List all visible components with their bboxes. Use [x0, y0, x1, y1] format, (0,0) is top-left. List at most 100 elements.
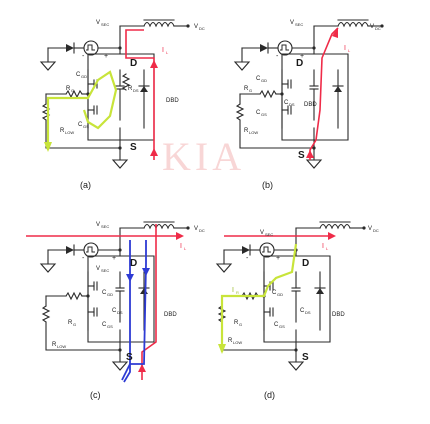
load-current-path-a: [125, 29, 155, 160]
rg-sub: G: [73, 322, 76, 327]
caption-d: (d): [264, 390, 275, 400]
rg-label: R: [66, 86, 71, 92]
dbd-label: DBD: [304, 102, 317, 108]
vdc-label: V: [370, 24, 374, 30]
source-label: S: [298, 150, 305, 161]
il-label: I: [162, 47, 164, 54]
reverse-current-arrow: [142, 268, 150, 276]
il-sub: L: [184, 246, 187, 251]
cgd-label: C: [272, 290, 277, 296]
load-current-arrow: [176, 232, 184, 240]
vsec-sub: SEC: [295, 22, 303, 27]
caption-a: (a): [80, 180, 91, 190]
vdc-label: V: [194, 226, 198, 232]
source-label: S: [126, 352, 133, 363]
il-label: I: [180, 243, 182, 250]
gate-current-path-d: [220, 243, 298, 352]
reverse-current-path-c: [121, 240, 147, 381]
vdc-label: V: [194, 24, 198, 30]
rlow-label: R: [60, 128, 65, 134]
rg-sub: G: [71, 88, 74, 93]
vsec-label: V: [290, 20, 294, 26]
gate-current-arrow: [218, 344, 226, 354]
cgs-label: C: [256, 110, 261, 116]
vsec-label: V: [96, 20, 100, 26]
cgd-sub: GD: [277, 292, 283, 297]
cgd-sub: GD: [107, 292, 113, 297]
cgs-sub: GS: [83, 124, 89, 129]
cgs-label: C: [274, 322, 279, 328]
reverse-current-arrow: [126, 274, 134, 282]
panel-c: V SEC V DC I L D S V SEC C GD C GS C DS …: [26, 221, 205, 400]
drain-label: D: [130, 258, 137, 269]
il-sub: L: [326, 246, 329, 251]
rds-label: R: [128, 86, 133, 92]
il-sub: L: [348, 48, 351, 53]
minus-sign: -: [276, 53, 279, 60]
cgs-label: C: [102, 322, 107, 328]
load-current-arrow: [332, 28, 338, 38]
cds-label: C: [112, 308, 117, 314]
cgd-sub: GD: [261, 78, 267, 83]
vsec-sub-inner: SEC: [101, 268, 109, 273]
vdc-sub: DC: [373, 228, 379, 233]
rlow-label: R: [244, 128, 249, 134]
cgd-label: C: [76, 72, 81, 78]
vsec-sub: SEC: [265, 232, 273, 237]
vsec-sub: SEC: [101, 224, 109, 229]
cgd-sub: GD: [81, 74, 87, 79]
ir-sub: R: [236, 290, 239, 295]
gate-current-arrow: [44, 142, 52, 152]
cgd-label: C: [102, 290, 107, 296]
panel-b: V SEC V DC I L D S C GD C GS C DS R G R …: [234, 19, 385, 190]
load-current-arrow: [150, 60, 158, 68]
vsec-label: V: [260, 230, 264, 236]
rlow-sub: LOW: [65, 130, 74, 135]
plus-sign: +: [300, 53, 304, 60]
caption-b: (b): [262, 180, 273, 190]
cds-label: C: [284, 100, 289, 106]
rg-label: R: [68, 320, 73, 326]
drain-label: D: [302, 258, 309, 269]
cds-sub: DS: [305, 310, 311, 315]
load-current-arrow: [138, 364, 146, 372]
rlow-label: R: [228, 338, 233, 344]
rg-sub: G: [239, 322, 242, 327]
vdc-label: V: [368, 226, 372, 232]
il-sub: L: [166, 50, 169, 55]
rlow-label: R: [52, 342, 57, 348]
reverse-current-path-c2: [123, 240, 131, 383]
vdc-sub: DC: [199, 228, 205, 233]
vdc-sub: DC: [199, 26, 205, 31]
gate-current-path-a: [46, 70, 118, 150]
source-label: S: [302, 352, 309, 363]
drain-label: D: [130, 58, 137, 69]
rg-sub: G: [249, 88, 252, 93]
cgs-sub: GS: [107, 324, 113, 329]
minus-sign: -: [82, 255, 85, 262]
dbd-label: DBD: [166, 98, 179, 104]
load-current-arrow: [306, 150, 314, 158]
vsec-label: V: [96, 222, 100, 228]
dbd-label: DBD: [164, 312, 177, 318]
minus-sign: -: [246, 255, 249, 262]
plus-sign: +: [104, 53, 108, 60]
il-label: I: [322, 243, 324, 250]
vsec-sub: SEC: [101, 22, 109, 27]
cds-sub: DS: [117, 310, 123, 315]
cds-label: C: [300, 308, 305, 314]
cgs-sub: GS: [279, 324, 285, 329]
rg-label: R: [234, 320, 239, 326]
panel-d: V SEC V DC I L I R D S C GD C GS C DS R …: [216, 221, 379, 400]
cds-sub: DS: [289, 102, 295, 107]
rlow-sub: LOW: [249, 130, 258, 135]
rlow-sub: LOW: [57, 344, 66, 349]
vdc-sub: DC: [375, 26, 381, 31]
caption-c: (c): [90, 390, 101, 400]
source-label: S: [130, 142, 137, 153]
rds-sub: DS: [133, 88, 139, 93]
cgd-label: C: [256, 76, 261, 82]
cgs-label: C: [78, 122, 83, 128]
plus-sign: +: [112, 255, 116, 262]
